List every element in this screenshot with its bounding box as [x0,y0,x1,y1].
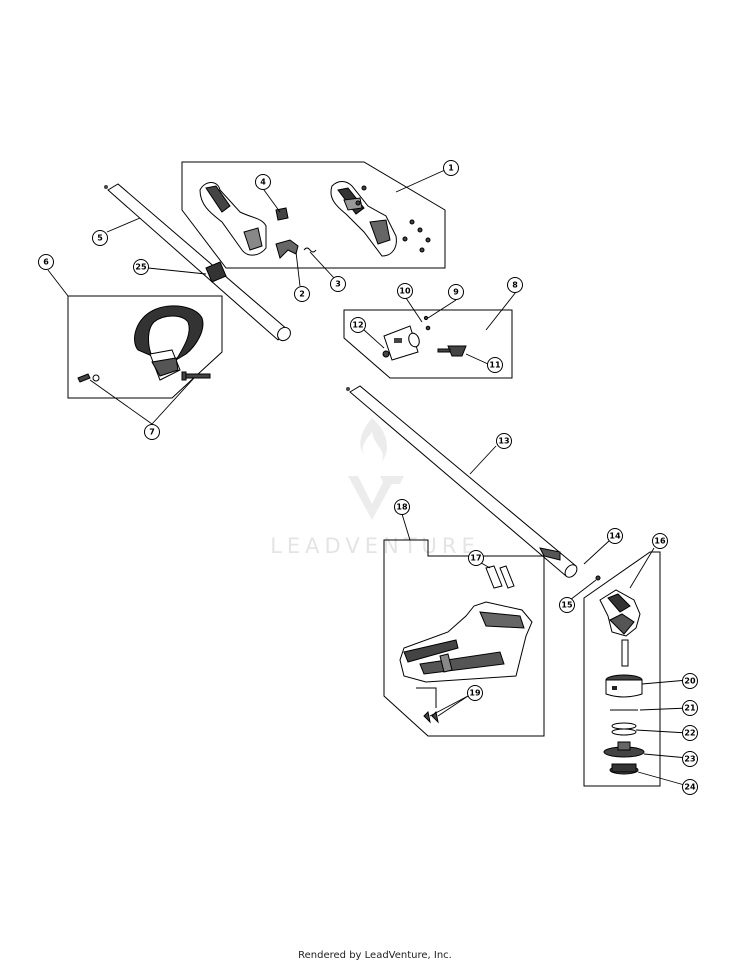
part-guard-hardware [416,687,439,724]
callout-1[interactable]: 1 [443,160,459,176]
svg-text:1: 1 [448,164,454,173]
callout-19[interactable]: 19 [467,685,483,701]
svg-text:13: 13 [498,437,509,446]
callout-6[interactable]: 6 [38,254,54,270]
leader-lines [47,169,689,787]
callout-7[interactable]: 7 [144,424,160,440]
svg-text:8: 8 [512,281,518,290]
part-trigger-spring [303,247,317,253]
panel-trimmer-head [583,551,661,787]
watermark-text: LEADVENTURE [270,534,480,558]
svg-text:3: 3 [335,280,341,289]
part-screws-housing [355,185,431,253]
part-lower-shaft [346,385,578,578]
svg-text:5: 5 [97,234,103,243]
part-throttle-trigger [275,239,299,259]
part-shaft-band [205,261,227,283]
part-coupler-pin [423,315,429,321]
svg-text:17: 17 [470,554,481,563]
part-coupler-nut [382,350,390,358]
svg-text:24: 24 [684,783,696,792]
callout-20[interactable]: 20 [682,673,698,689]
callout-8[interactable]: 8 [507,277,523,293]
part-bump-knob [609,763,639,775]
svg-text:6: 6 [43,258,49,267]
callout-18[interactable]: 18 [394,499,410,515]
svg-text:21: 21 [684,704,696,713]
panel-coupler [343,309,513,379]
part-assist-handle-hardware [77,371,211,383]
callout-10[interactable]: 10 [397,283,413,299]
callout-5[interactable]: 5 [92,230,108,246]
panel-guard [383,539,545,737]
callout-21[interactable]: 21 [682,700,698,716]
part-switch [275,207,289,221]
svg-text:14: 14 [609,532,621,541]
svg-text:23: 23 [684,755,695,764]
part-upper-shaft [104,183,291,342]
part-coupler-spring [425,325,431,331]
callout-15[interactable]: 15 [559,597,575,613]
part-handle-left-half [199,182,267,256]
svg-text:11: 11 [489,361,501,370]
svg-text:19: 19 [469,689,481,698]
callout-22[interactable]: 22 [682,725,698,741]
callout-4[interactable]: 4 [255,174,271,190]
callout-24[interactable]: 24 [682,779,698,795]
callout-12[interactable]: 12 [350,317,366,333]
panel-handle-housing [181,161,446,269]
callout-16[interactable]: 16 [652,533,668,549]
svg-text:12: 12 [352,321,363,330]
svg-text:25: 25 [135,263,147,272]
part-assist-handle [134,305,204,381]
svg-text:22: 22 [684,729,695,738]
svg-text:16: 16 [654,537,666,546]
part-coupler-body [383,325,420,361]
part-spool-spring [611,722,637,736]
callout-9[interactable]: 9 [448,284,464,300]
callout-23[interactable]: 23 [682,751,698,767]
part-handle-right-half [330,181,397,257]
part-spool-housing [605,674,643,698]
part-shaft-screw [595,575,601,581]
svg-text:18: 18 [396,503,408,512]
callout-2[interactable]: 2 [294,286,310,302]
svg-text:10: 10 [399,287,411,296]
part-coupler-knob [437,345,467,357]
watermark-logo [348,418,404,520]
part-gearbox [599,589,641,667]
svg-text:15: 15 [561,601,573,610]
callout-14[interactable]: 14 [607,528,623,544]
callout-3[interactable]: 3 [330,276,346,292]
svg-text:2: 2 [299,290,305,299]
svg-text:4: 4 [260,178,266,187]
svg-text:9: 9 [453,288,459,297]
part-spool [603,741,645,758]
part-guard-cutter-blades [485,565,515,589]
callout-13[interactable]: 13 [496,433,512,449]
part-guard [399,601,533,683]
callout-25[interactable]: 25 [133,259,149,275]
callout-11[interactable]: 11 [487,357,503,373]
svg-text:7: 7 [149,428,155,437]
callout-17[interactable]: 17 [468,550,484,566]
svg-text:20: 20 [684,677,696,686]
footer-credit: Rendered by LeadVenture, Inc. [298,950,452,961]
